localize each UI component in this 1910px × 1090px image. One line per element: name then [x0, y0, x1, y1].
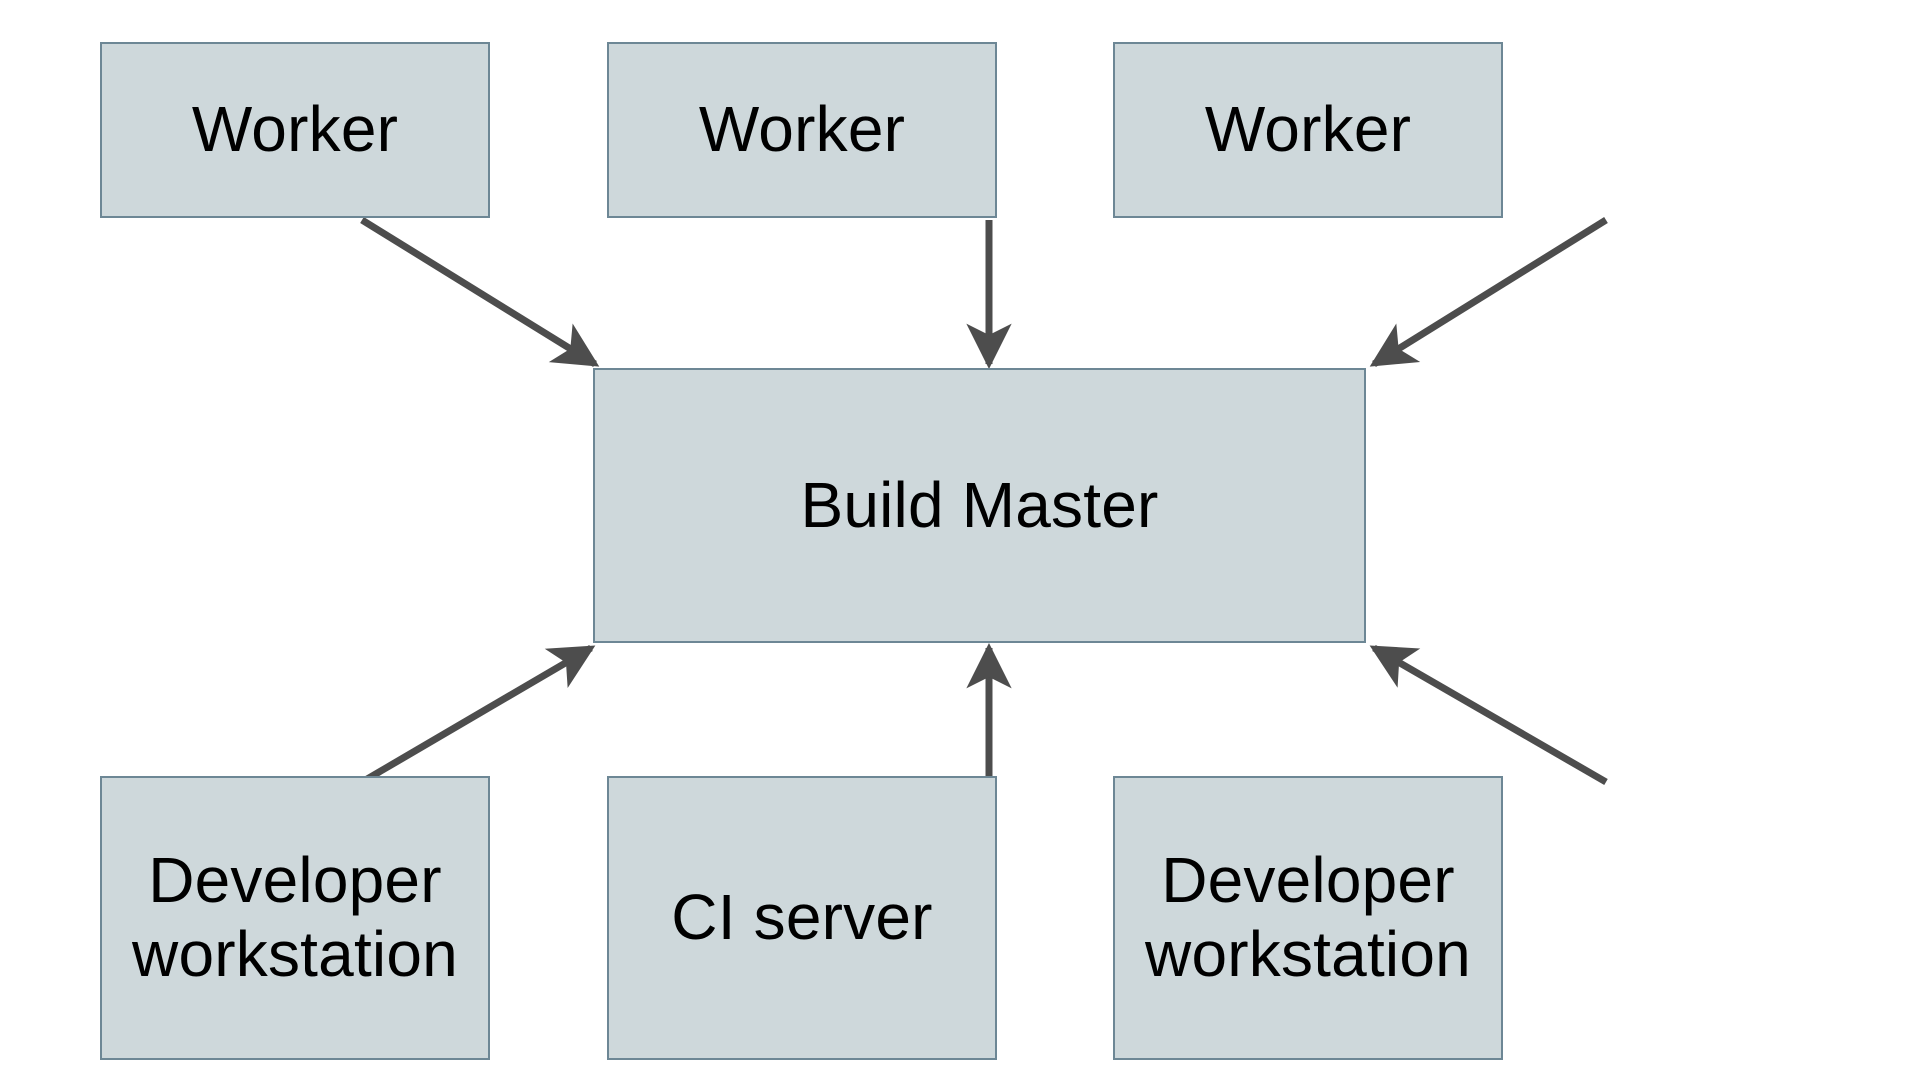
node-worker-2-label: Worker: [698, 93, 906, 166]
node-worker-1[interactable]: Worker: [100, 42, 490, 218]
edge-worker-1-to-build-master: [360, 217, 600, 367]
edge-worker-3-to-build-master: [1369, 217, 1608, 367]
node-build-master-label: Build Master: [800, 468, 1159, 541]
edge-developer-workstation-right-to-build-master: [1369, 644, 1608, 786]
node-worker-2[interactable]: Worker: [607, 42, 997, 218]
edge-developer-workstation-left-to-build-master: [360, 644, 596, 786]
node-worker-3[interactable]: Worker: [1113, 42, 1503, 218]
node-worker-1-label: Worker: [191, 93, 399, 166]
node-developer-workstation-right-label: Developer workstation: [1145, 844, 1471, 990]
node-worker-3-label: Worker: [1204, 93, 1412, 166]
node-ci-server-label: CI server: [671, 881, 933, 954]
node-developer-workstation-left[interactable]: Developer workstation: [100, 776, 490, 1060]
node-developer-workstation-right[interactable]: Developer workstation: [1113, 776, 1503, 1060]
node-ci-server[interactable]: CI server: [607, 776, 997, 1060]
node-build-master[interactable]: Build Master: [593, 368, 1366, 643]
node-developer-workstation-left-label: Developer workstation: [132, 844, 458, 990]
